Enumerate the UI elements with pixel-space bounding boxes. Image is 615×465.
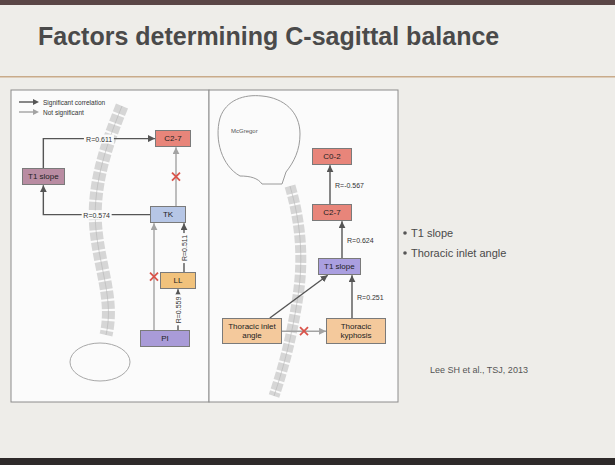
legend-arrowhead [33, 99, 39, 105]
box-label: Thoracic inlet angle [228, 322, 276, 340]
drawing-label: McGregor [231, 128, 258, 135]
not-significant-cross [172, 173, 180, 181]
cross-stroke [150, 273, 158, 281]
correlation-arrow [351, 275, 352, 318]
cross-stroke [300, 327, 308, 335]
correlation-arrow [329, 165, 330, 204]
legend-line [19, 101, 34, 102]
box-label: T1 slope [28, 172, 59, 181]
correlation-value: R=0.559 [174, 294, 183, 325]
box-label: C2-7 [318, 208, 346, 217]
citation: Lee SH et al., TSJ, 2013 [430, 366, 528, 376]
legend: Significant correlationNot significant [18, 97, 105, 117]
correlation-arrow [270, 275, 328, 318]
slide-title: Factors determining C-sagittal balance [38, 22, 499, 51]
legend-text: Significant correlation [43, 99, 105, 106]
measure-box: Thoracic kyphosis [326, 318, 386, 344]
measure-box: C0-2 [312, 148, 352, 165]
bullet-text: Thoracic inlet angle [411, 247, 506, 259]
pelvis-drawing [70, 343, 130, 381]
cross-stroke [150, 273, 158, 281]
correlation-value: R=0.511 [180, 233, 189, 263]
correlation-value: R=0.251 [355, 292, 386, 301]
box-label: Thoracic kyphosis [332, 322, 380, 340]
cross-stroke [172, 173, 180, 181]
bullet-text: T1 slope [411, 227, 453, 239]
panel-frame [11, 90, 209, 402]
legend-arrowhead [33, 109, 39, 115]
cross-stroke [172, 173, 180, 181]
not-significant-cross [150, 273, 158, 281]
legend-row: Significant correlation [18, 97, 105, 107]
spine-drawing [274, 186, 301, 396]
correlation-value: R=0.611 [84, 134, 114, 143]
legend-sample [18, 108, 40, 116]
bullet-dot [403, 231, 407, 235]
measure-box: C2-7 [312, 204, 352, 221]
bullet-dot [403, 251, 407, 255]
box-label: C2-7 [161, 134, 185, 143]
box-label: LL [166, 276, 190, 285]
measure-box: LL [160, 272, 196, 289]
correlation-value: R=-0.567 [333, 180, 366, 189]
measure-box: PI [140, 330, 190, 347]
legend-row: Not significant [18, 107, 105, 117]
not-significant-cross [300, 327, 308, 335]
legend-text: Not significant [43, 109, 84, 116]
measure-box: T1 slope [318, 258, 361, 275]
box-label: C0-2 [318, 152, 346, 161]
legend-line [19, 111, 34, 112]
measure-box: Thoracic inlet angle [222, 318, 282, 344]
measure-box: TK [150, 206, 186, 223]
correlation-value: R=0.624 [345, 235, 376, 244]
title-rule [0, 76, 615, 78]
legend-sample [18, 98, 40, 106]
cross-stroke [300, 327, 308, 335]
correlation-value: R=0.574 [81, 210, 112, 219]
measure-box: C2-7 [155, 130, 191, 147]
box-label: PI [146, 334, 184, 343]
measure-box: T1 slope [22, 168, 65, 185]
box-label: TK [156, 210, 180, 219]
panel-frame [209, 90, 398, 402]
correlation-arrow [341, 221, 342, 258]
skull-drawing [218, 96, 300, 184]
photo-edge [0, 458, 615, 465]
spine-axis [274, 186, 301, 396]
photo-edge [0, 0, 615, 5]
box-label: T1 slope [324, 262, 355, 271]
